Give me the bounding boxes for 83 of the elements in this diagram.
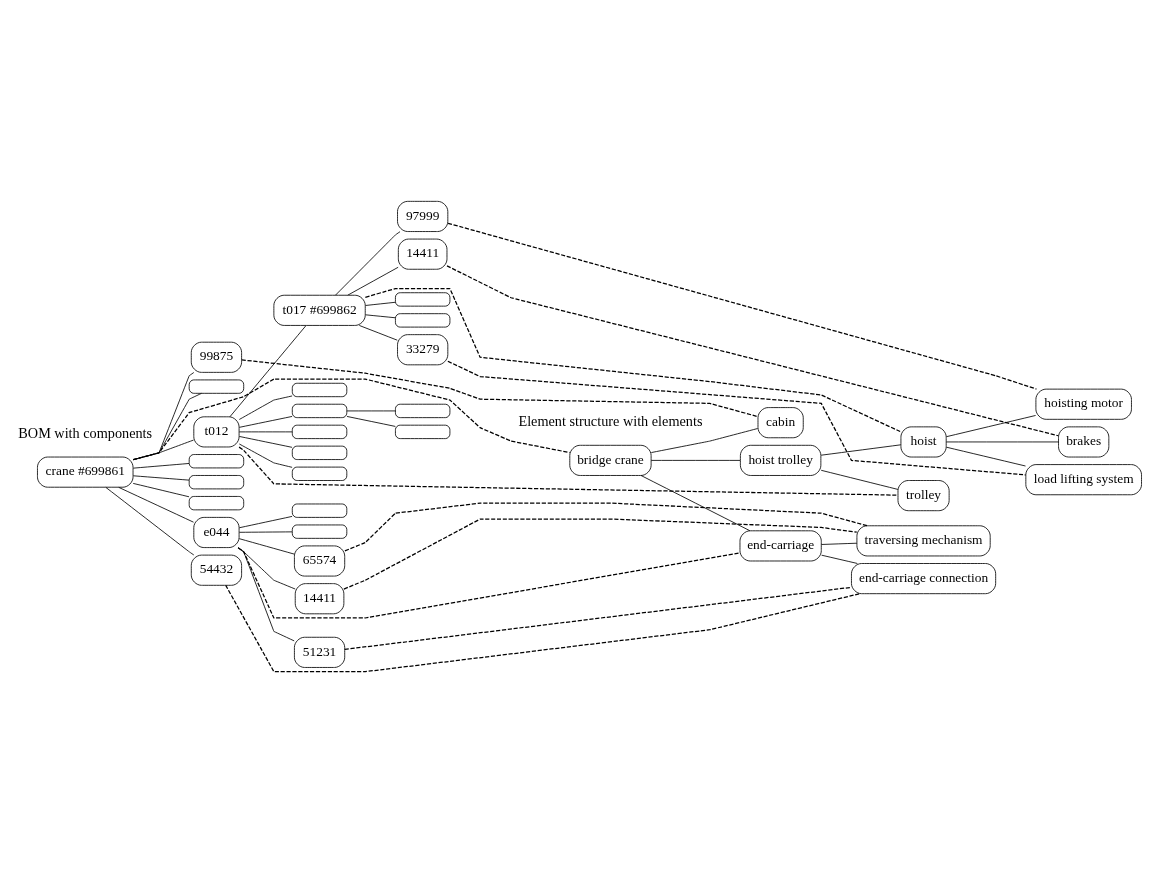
connector (238, 531, 293, 533)
connector (105, 486, 195, 556)
node-box: crane #699861 (37, 456, 134, 488)
node-box: load lifting system (1025, 464, 1142, 496)
node-box: cabin (757, 407, 804, 439)
node-box: 51231 (294, 636, 346, 668)
node-box: end-carriage connection (851, 563, 997, 595)
node-box (291, 445, 348, 460)
node-box: e044 (193, 517, 240, 548)
connector (365, 314, 396, 319)
node-box: hoist trolley (739, 444, 822, 476)
connector (447, 222, 1038, 390)
connector (946, 441, 1059, 443)
connector (344, 502, 868, 552)
node-box (291, 503, 348, 518)
node-box: hoist (900, 426, 947, 458)
connector (820, 469, 899, 490)
connector (364, 287, 902, 433)
connector (344, 586, 853, 650)
node-box: 65574 (294, 545, 346, 577)
connector (447, 360, 1027, 476)
connector (346, 410, 396, 412)
node-box (291, 524, 348, 539)
connector (946, 446, 1026, 467)
node-box: 97999 (397, 200, 449, 232)
node-box: trolley (897, 480, 950, 512)
connector (238, 395, 293, 420)
connector (229, 325, 307, 418)
connector (237, 547, 741, 619)
connector (347, 266, 399, 296)
node-box: brakes (1058, 426, 1110, 458)
connector (650, 459, 741, 461)
node-box: bridge crane (569, 444, 652, 476)
node-box: traversing mechanism (856, 525, 991, 557)
connector (821, 542, 858, 545)
node-box (291, 424, 348, 440)
connector (650, 428, 759, 453)
connector (346, 416, 396, 427)
connector (821, 554, 858, 564)
connector (132, 483, 190, 498)
connector (946, 415, 1037, 438)
node-box: end-carriage (739, 530, 822, 562)
node-box (291, 403, 348, 419)
node-box (188, 454, 245, 469)
node-box (188, 379, 245, 394)
node-box: hoisting motor (1035, 388, 1132, 420)
connector (238, 431, 293, 433)
node-box (395, 313, 451, 328)
connector (446, 265, 1059, 437)
node-box (395, 292, 451, 307)
connector (640, 475, 751, 532)
connector (225, 584, 861, 673)
connector (365, 301, 396, 306)
node-box: 14411 (397, 238, 448, 270)
connector (241, 359, 759, 418)
node-box (291, 466, 348, 481)
node-box: 14411 (294, 583, 345, 615)
node-box (395, 424, 451, 440)
node-box: 54432 (190, 554, 242, 586)
node-box (188, 496, 245, 511)
node-box (395, 403, 451, 419)
node-box (188, 475, 245, 490)
connector (238, 516, 293, 529)
node-box: 33279 (397, 334, 449, 366)
node-box: t017 #699862 (273, 294, 366, 326)
node-box: t012 (193, 416, 240, 448)
connector (335, 231, 401, 296)
label: BOM with components (18, 424, 153, 441)
connector (238, 538, 295, 555)
connector (238, 436, 293, 448)
label: Element structure with elements (518, 413, 703, 430)
connector (820, 444, 902, 456)
connector (358, 325, 398, 341)
connector (132, 378, 571, 461)
connector (132, 475, 190, 481)
connector (238, 443, 293, 468)
connector (118, 486, 194, 523)
connector (238, 416, 293, 428)
connector (343, 518, 858, 590)
connector (132, 463, 190, 469)
connector (238, 446, 899, 496)
node-box: 99875 (190, 341, 242, 373)
node-box (291, 382, 348, 398)
